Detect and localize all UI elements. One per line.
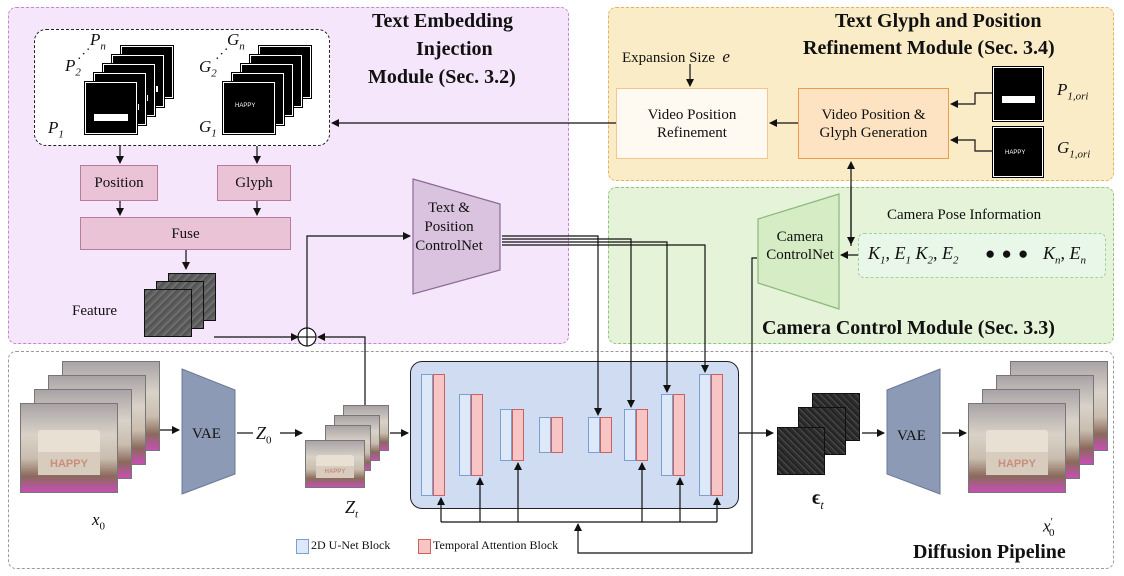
output-frame-text: HAPPY (986, 452, 1048, 476)
unet-temporal-block-4 (551, 417, 563, 453)
fuse-box: Fuse (80, 217, 291, 250)
position-card-1 (85, 82, 137, 134)
glyph-card-1-text: HAPPY (235, 103, 256, 109)
camera-pose-info-label: Camera Pose Information (887, 207, 1042, 223)
output-frame-1: HAPPY (968, 403, 1066, 493)
label-g-n: Gn (227, 30, 245, 53)
glyph-box: Glyph (217, 165, 291, 201)
vae-encoder-label: VAE (192, 426, 221, 442)
unet-temporal-block-1 (433, 374, 445, 496)
unet-2d-block-7 (661, 394, 673, 476)
feature-label: Feature (72, 303, 117, 319)
label-z0: Z0 (256, 423, 272, 447)
glyph-module-title-line1: Text Glyph and Position (835, 10, 1042, 32)
unet-temporal-block-6 (636, 409, 648, 461)
position-box: Position (80, 165, 158, 201)
video-glyph-generation-box: Video Position &Glyph Generation (798, 88, 949, 159)
g1-ori-card: HAPPY (993, 127, 1043, 177)
camera-pose-sequence: K1, E1 K2, E2 (868, 243, 959, 267)
text-position-controlnet-label: Text & Position ControlNet (415, 200, 483, 254)
camera-controlnet-shape (757, 193, 840, 310)
label-p-n: Pn (90, 30, 106, 53)
noise-frame-1 (777, 427, 825, 475)
g1-ori-card-text: HAPPY (1005, 150, 1026, 156)
embedding-module-title-line3: Module (Sec. 3.2) (368, 66, 516, 88)
label-epsilon-t: ϵt (812, 487, 824, 512)
label-g-1: G1 (199, 117, 217, 140)
label-p-2: P2 (65, 56, 81, 79)
unet-2d-block-3 (500, 409, 512, 461)
camera-controlnet-label: Camera ControlNet (766, 229, 834, 263)
unet-2d-block-2 (459, 394, 471, 476)
embedding-module-title-line2: Injection (416, 38, 493, 60)
embedding-module-title-line1: Text Embedding (372, 10, 513, 32)
expansion-size-label: Expansion Size e (622, 47, 730, 66)
unet-2d-block-5 (588, 417, 600, 453)
label-x0-prime: x′0 (1043, 516, 1055, 540)
label-zt: Zt (345, 497, 359, 521)
unet-temporal-block-7 (673, 394, 685, 476)
latent-frame-1: HAPPY (305, 440, 365, 488)
legend-temporal-swatch (418, 539, 431, 554)
vae-decoder-label: VAE (897, 428, 926, 444)
unet-temporal-block-2 (471, 394, 483, 476)
legend-2d-label: 2D U-Net Block (311, 538, 391, 552)
unet-temporal-block-5 (600, 417, 612, 453)
latent-frame-text: HAPPY (316, 466, 354, 479)
input-frame-text: HAPPY (38, 452, 100, 476)
vae-encoder-shape (181, 368, 236, 495)
p1-ori-card (993, 67, 1043, 121)
label-p1-ori: P1,ori (1057, 80, 1089, 103)
label-x0: x0 (92, 510, 106, 533)
camera-module-title: Camera Control Module (Sec. 3.3) (762, 317, 1055, 339)
glyph-card-1: HAPPY (223, 82, 275, 134)
feature-map-1 (144, 289, 192, 337)
legend-temporal-label: Temporal Attention Block (433, 538, 559, 552)
unet-temporal-block-3 (512, 409, 524, 461)
input-frame-1: HAPPY (20, 403, 118, 493)
unet-2d-block-6 (624, 409, 636, 461)
diffusion-pipeline-title: Diffusion Pipeline (913, 541, 1066, 563)
camera-pose-box (858, 233, 1106, 278)
camera-pose-ellipsis: ● ● ● (985, 244, 1030, 263)
label-g-2: G2 (199, 57, 217, 80)
text-position-controlnet-shape (412, 178, 501, 295)
label-p-1: P1 (48, 118, 64, 141)
glyph-module-title-line2: Refinement Module (Sec. 3.4) (803, 37, 1055, 59)
unet-2d-block-8 (699, 374, 711, 496)
unet-2d-block-4 (539, 417, 551, 453)
camera-pose-last: Kn, En (1043, 243, 1087, 267)
vae-decoder-shape (886, 368, 941, 495)
legend-2d-swatch (296, 539, 309, 554)
unet-temporal-block-8 (711, 374, 723, 496)
unet-2d-block-1 (421, 374, 433, 496)
label-g1-ori: G1,ori (1057, 138, 1091, 161)
